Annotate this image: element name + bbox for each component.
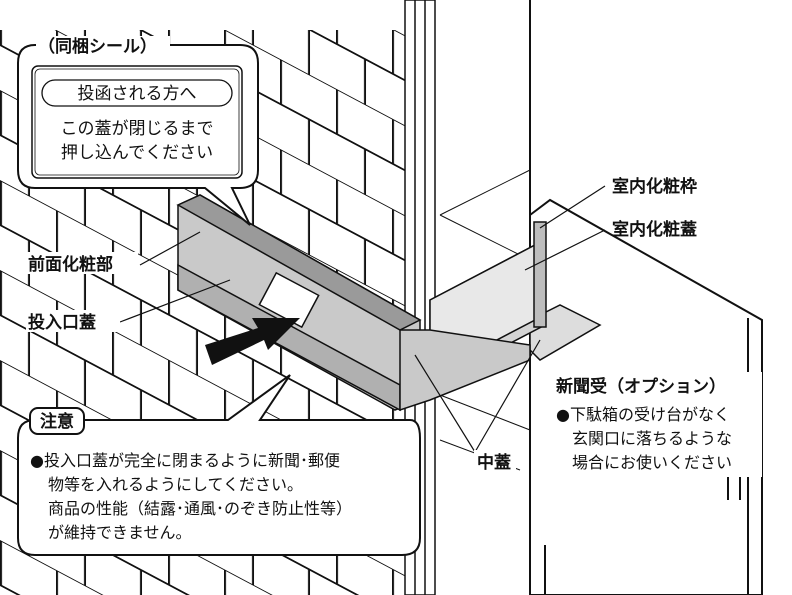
option-title: 新聞受（オプション） [556,376,726,397]
label-interior-frame: 室内化粧枠 [612,176,697,197]
label-front-trim: 前面化粧部 [28,254,113,275]
option-line-1: ●下駄箱の受け台がなく [556,405,730,424]
caution-title: 注意 [40,411,74,432]
label-interior-lid: 室内化粧蓋 [612,219,697,240]
slot-lid-assembly [176,194,531,412]
sticker-line-1: この蓋が閉じるまで [61,119,214,139]
caution-line-1: ●投入口蓋が完全に閉まるように新聞･郵便 [30,451,340,470]
sticker-heading: （同梱シール） [38,36,157,57]
sticker-badge: 投函される方へ [78,84,197,104]
leader-lines [119,185,606,453]
label-slot-lid: 投入口蓋 [28,312,96,333]
option-line-2: 玄関口に落ちるような [572,429,732,448]
insert-arrow-icon [205,318,300,365]
caution-line-4: が維持できません。 [48,523,192,542]
caution-callout: 注意 ●投入口蓋が完全に閉まるように新聞･郵便 物等を入れるようにしてください。… [17,374,421,556]
caution-line-2: 物等を入れるようにしてください。 [48,475,303,494]
sticker-callout: （同梱シール） 投函される方へ この蓋が閉じるまで 押し込んでください [17,36,259,226]
label-middle-lid: 中蓋 [477,452,511,473]
sticker-on-lid [258,271,320,329]
option-line-3: 場合にお使いください [572,453,732,472]
caution-line-3: 商品の性能（結露･通風･のぞき防止性等） [48,499,352,518]
sticker-line-2: 押し込んでください [61,143,213,163]
